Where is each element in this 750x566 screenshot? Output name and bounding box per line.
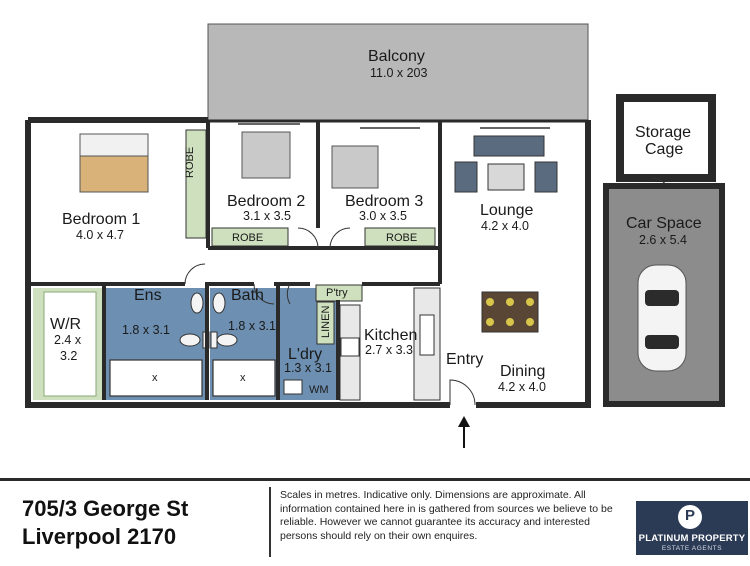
sliding-doors [238, 123, 550, 129]
kitchen-sink [419, 314, 435, 356]
carspace-dim: 2.6 x 5.4 [639, 233, 687, 247]
laundry-tub [283, 379, 303, 395]
ens-shower-mark: x [152, 372, 158, 384]
car-windscreen [645, 290, 679, 306]
ldry-label: L'dry [288, 346, 323, 363]
dining-seat [506, 298, 514, 306]
lounge-chair-left [454, 161, 478, 193]
dining-seat [526, 298, 534, 306]
bed3-dim: 3.0 x 3.5 [359, 209, 407, 223]
ldry-dim: 1.3 x 3.1 [284, 361, 332, 375]
dining-seat [486, 318, 494, 326]
agency-logo: P PLATINUM PROPERTY ESTATE AGENTS [636, 501, 748, 555]
disclaimer-text: Scales in metres. Indicative only. Dimen… [280, 489, 613, 542]
dining-seat [526, 318, 534, 326]
balcony-area [207, 23, 589, 121]
ens-dim: 1.8 x 3.1 [122, 323, 170, 337]
exterior-walls [25, 117, 591, 408]
storage-label-1: Storage [635, 124, 692, 141]
bed1-label: Bedroom 1 [62, 211, 141, 228]
lounge-sofa-top [473, 135, 545, 157]
car-icon [637, 264, 687, 372]
balcony-label: Balcony [368, 48, 425, 65]
wr-dim-1: 2.4 x [54, 333, 82, 347]
bath-label: Bath [231, 287, 264, 304]
kitchen-dim: 2.7 x 3.3 [365, 343, 413, 357]
footer: 705/3 George St Liverpool 2170 Scales in… [0, 478, 750, 566]
address-line-1: 705/3 George St [22, 496, 189, 521]
bath-shower-mark: x [240, 372, 246, 384]
bed1-dim: 4.0 x 4.7 [76, 228, 124, 242]
bath-cistern [210, 331, 218, 349]
bath-toilet [216, 333, 238, 347]
bed1-robe-label: ROBE [184, 146, 196, 178]
bed3-robe-label: ROBE [386, 232, 418, 244]
linen-label: LINEN [320, 305, 332, 338]
wr-inner [43, 291, 97, 397]
bed2-robe-label: ROBE [232, 232, 264, 244]
address-line-2: Liverpool 2170 [22, 523, 177, 549]
bed2-dim: 3.1 x 3.5 [243, 209, 291, 223]
bed1-pillows [79, 133, 149, 157]
property-address: 705/3 George St Liverpool 2170 [22, 495, 188, 550]
carspace-label: Car Space [626, 215, 702, 232]
entry-arrow [458, 416, 470, 448]
bed3-bed [331, 145, 379, 189]
interior-walls [28, 120, 442, 400]
pantry-label: P'try [326, 287, 348, 299]
ens-toilet [179, 333, 201, 347]
kitchen-label: Kitchen [364, 327, 418, 344]
floor-plan-drawing [25, 23, 725, 448]
lounge-label: Lounge [480, 202, 534, 219]
logo-title: PLATINUM PROPERTY [638, 533, 746, 544]
footer-divider [269, 487, 271, 557]
wr-dim-2: 3.2 [60, 349, 78, 363]
lounge-chair-right [534, 161, 558, 193]
door-swings [184, 227, 476, 406]
cooktop [340, 337, 360, 357]
lounge-dim: 4.2 x 4.0 [481, 219, 529, 233]
coffee-table [487, 163, 525, 191]
logo-subtitle: ESTATE AGENTS [661, 545, 723, 552]
logo-mark-icon: P [678, 505, 702, 529]
floor-plan: Balcony 11.0 x 203 Bedroom 1 4.0 x 4.7 B… [25, 23, 725, 448]
ens-basin [190, 292, 204, 314]
bath-shower [212, 359, 276, 397]
linen-cupboard [316, 301, 335, 345]
dining-seat [506, 318, 514, 326]
entry-label: Entry [446, 351, 484, 368]
balcony-dim: 11.0 x 203 [370, 66, 428, 80]
dining-seat [486, 298, 494, 306]
storage-label-2: Cage [645, 141, 684, 158]
dining-dim: 4.2 x 4.0 [498, 380, 546, 394]
car-rear-window [645, 335, 679, 349]
ens-shower [109, 359, 203, 397]
bath-basin [212, 292, 226, 314]
wr-label: W/R [50, 316, 82, 333]
ens-label: Ens [134, 287, 162, 304]
bed3-label: Bedroom 3 [345, 193, 424, 210]
bed2-label: Bedroom 2 [227, 193, 306, 210]
dining-label: Dining [500, 363, 546, 380]
storage-cage-walls [616, 94, 716, 182]
bath-dim: 1.8 x 3.1 [228, 319, 276, 333]
wm-label: WM [309, 384, 329, 396]
bed2-bed [241, 131, 291, 179]
